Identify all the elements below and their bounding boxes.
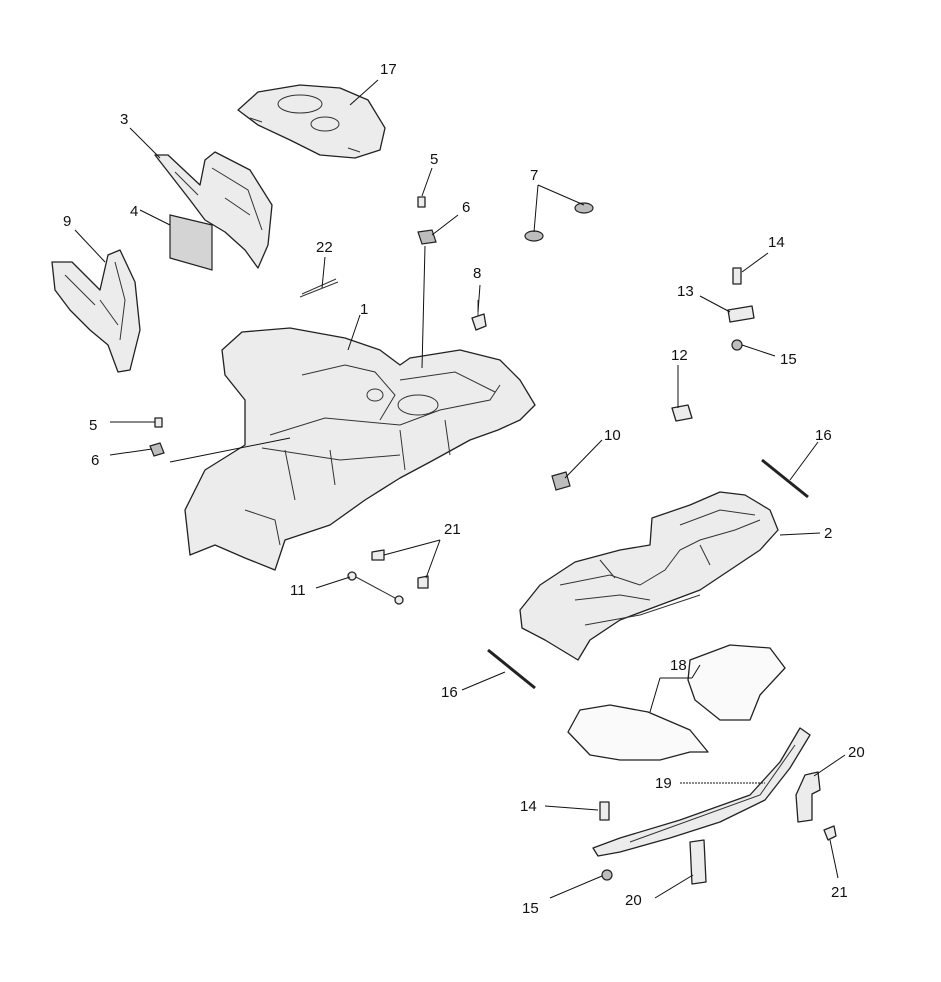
- part-mat-set: [567, 644, 786, 761]
- callout-5-lower: 5: [89, 417, 97, 434]
- part-nut-lower: [601, 869, 613, 881]
- callout-8: 8: [473, 265, 481, 282]
- callout-22: 22: [316, 239, 333, 256]
- part-rear-rack-base: [519, 491, 779, 661]
- part-bolt-lower: [599, 801, 610, 821]
- part-clip-lower: [149, 442, 165, 457]
- part-push-rivet: [471, 300, 487, 331]
- callout-9: 9: [63, 213, 71, 230]
- part-screw-lower: [154, 417, 163, 428]
- callout-10: 10: [604, 427, 621, 444]
- part-wire-clip: [299, 278, 339, 298]
- callout-1: 1: [360, 301, 368, 318]
- part-bracket-small: [727, 305, 755, 323]
- callout-16-upper: 16: [815, 427, 832, 444]
- callout-6-lower: 6: [91, 452, 99, 469]
- part-clip-upper: [417, 229, 437, 245]
- part-rod-lower: [487, 648, 536, 690]
- callout-3: 3: [120, 111, 128, 128]
- callout-4: 4: [130, 203, 138, 220]
- part-bolt-upper: [732, 267, 742, 285]
- leader-lines: [74, 79, 846, 899]
- callout-17: 17: [380, 61, 397, 78]
- callout-15-upper: 15: [780, 351, 797, 368]
- callout-20-upper: 20: [848, 744, 865, 761]
- part-left-side-panel: [154, 151, 273, 269]
- callout-21-middle: 21: [444, 521, 461, 538]
- part-screw-upper: [417, 196, 426, 208]
- callout-20-lower: 20: [625, 892, 642, 909]
- part-fastener-right: [823, 825, 837, 841]
- part-rear-bar: [592, 727, 811, 857]
- part-nut-upper: [731, 339, 743, 351]
- callout-15-lower: 15: [522, 900, 539, 917]
- callout-2: 2: [824, 525, 832, 542]
- callout-6-upper: 6: [462, 199, 470, 216]
- callout-18: 18: [670, 657, 687, 674]
- callout-7: 7: [530, 167, 538, 184]
- part-spring-clip: [671, 404, 693, 422]
- callout-12: 12: [671, 347, 688, 364]
- callout-5-upper: 5: [430, 151, 438, 168]
- part-fasteners-middle: [371, 549, 429, 589]
- part-right-side-panel: [51, 249, 141, 373]
- part-latch-clip: [551, 471, 571, 491]
- callout-14-upper: 14: [768, 234, 785, 251]
- callout-11: 11: [290, 582, 306, 599]
- part-dash-cover: [237, 84, 386, 159]
- part-rod-upper: [761, 458, 809, 499]
- callout-16-lower: 16: [441, 684, 458, 701]
- part-mount-bracket-lower: [689, 839, 707, 885]
- part-strap-cable: [347, 571, 404, 605]
- part-front-rack-base: [184, 327, 536, 571]
- callout-19: 19: [655, 775, 672, 792]
- callout-13: 13: [677, 283, 694, 300]
- callout-21-right: 21: [831, 884, 848, 901]
- callout-14-lower: 14: [520, 798, 537, 815]
- part-mount-bracket-upper: [795, 771, 821, 823]
- part-decal-panel: [169, 214, 213, 271]
